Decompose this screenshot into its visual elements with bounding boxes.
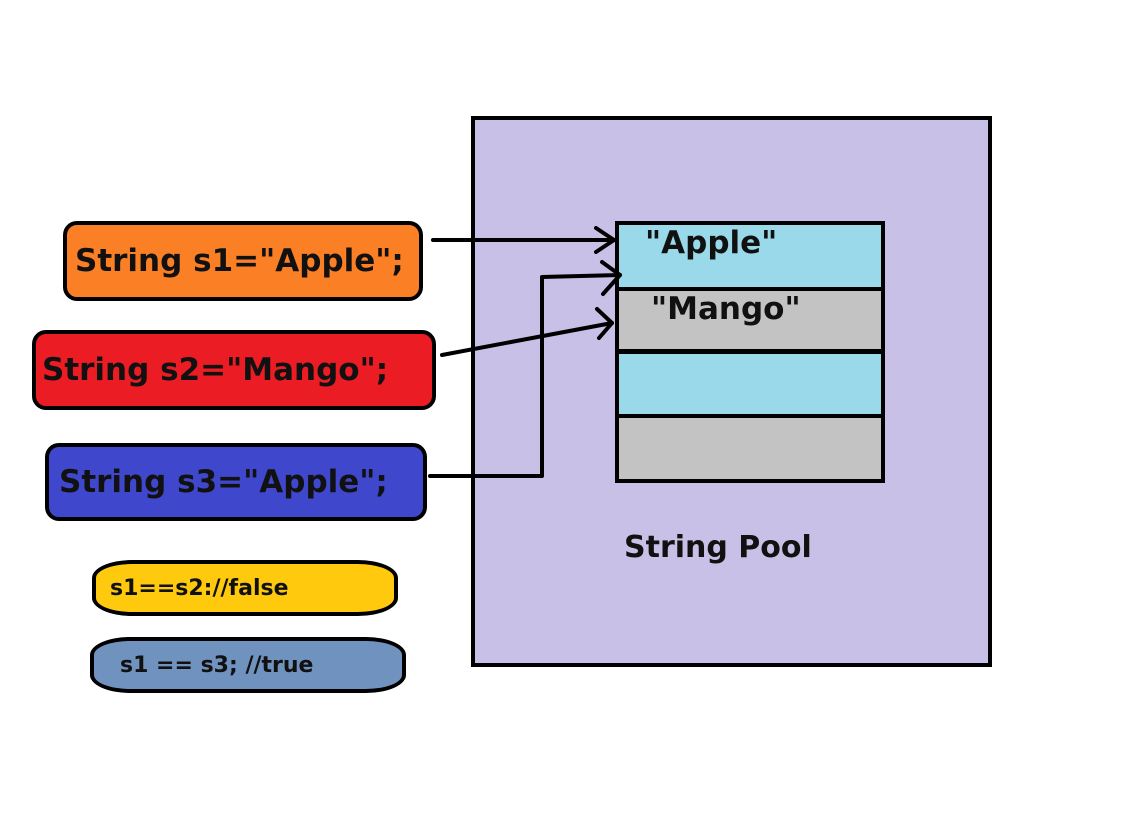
declaration-s2: String s2="Mango"; [32,330,436,410]
declaration-s3-text: String s3="Apple"; [59,464,388,500]
arrow-s3-line [428,273,622,478]
declaration-s1-text: String s1="Apple"; [75,243,404,279]
declaration-s3: String s3="Apple"; [45,443,427,521]
comparison-true-text: s1 == s3; //true [120,652,314,678]
pool-cell-empty-2 [615,414,885,483]
arrow-s1-to-apple [431,226,616,254]
arrow-s3-head [600,260,622,296]
string-pool-label: String Pool [624,530,812,565]
comparison-false: s1==s2://false [92,560,398,616]
arrow-s1-head [594,226,616,254]
comparison-true: s1 == s3; //true [90,637,406,693]
arrow-s2-line [440,321,614,357]
arrow-s3-to-apple [428,260,622,478]
arrow-s2-to-mango [440,307,614,357]
declaration-s2-text: String s2="Mango"; [42,352,389,388]
comparison-false-text: s1==s2://false [110,575,289,601]
pool-cell-mango-text: "Mango" [651,291,801,327]
pool-cell-apple-text: "Apple" [645,225,778,261]
declaration-s1: String s1="Apple"; [63,221,423,301]
arrow-s2-head [595,307,614,340]
